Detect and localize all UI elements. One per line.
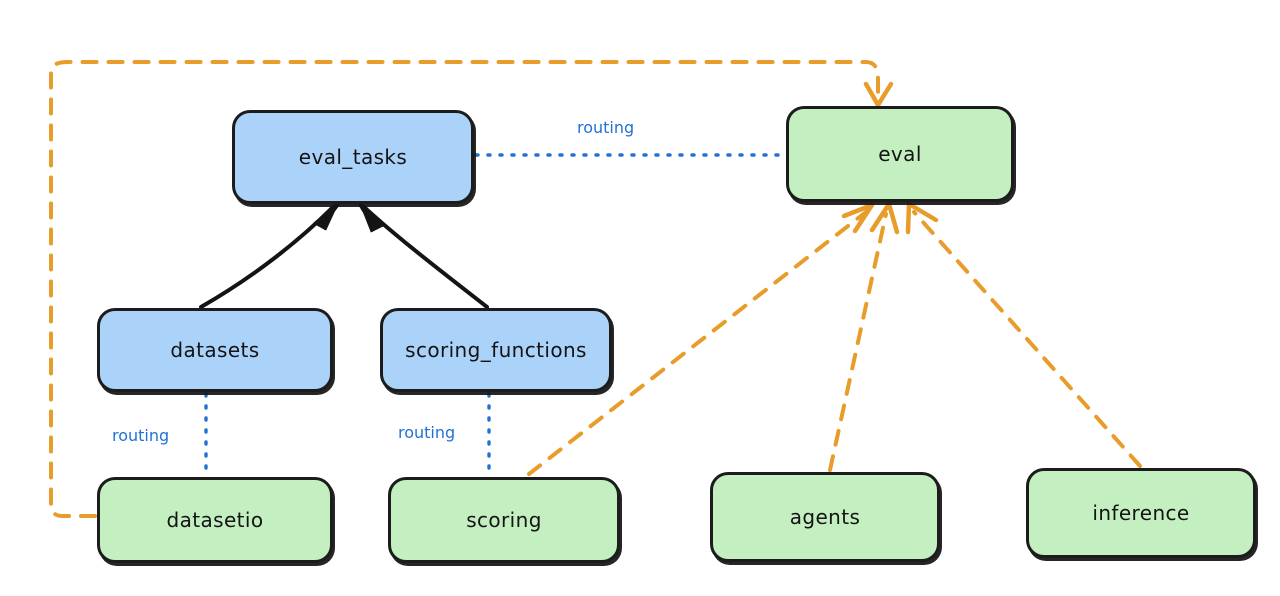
node-eval[interactable]: eval [786, 106, 1014, 202]
node-eval-tasks[interactable]: eval_tasks [232, 110, 474, 204]
node-label-scoring-functions: scoring_functions [405, 338, 587, 362]
node-label-eval: eval [878, 142, 922, 166]
node-inference[interactable]: inference [1026, 468, 1256, 558]
edge-label-routing-eval-tasks-to-eval: routing [577, 118, 635, 137]
node-label-agents: agents [789, 505, 861, 529]
edge-datasets-to-eval-tasks [199, 202, 340, 309]
node-datasets[interactable]: datasets [97, 308, 333, 392]
edge-scoring-functions-to-eval-tasks [358, 202, 489, 309]
node-datasetio[interactable]: datasetio [97, 477, 333, 563]
node-label-scoring: scoring [466, 508, 542, 532]
node-label-eval-tasks: eval_tasks [298, 145, 408, 169]
node-scoring-functions[interactable]: scoring_functions [380, 308, 612, 392]
node-agents[interactable]: agents [710, 472, 940, 562]
node-label-inference: inference [1092, 501, 1190, 525]
edge-agents-to-eval [828, 201, 900, 472]
edge-inference-to-eval [905, 201, 1142, 468]
edge-datasetio-to-eval [49, 60, 894, 518]
edge-scoring-to-eval [527, 202, 875, 476]
node-scoring[interactable]: scoring [388, 477, 620, 563]
edge-label-routing-datasets-to-datasetio: routing [112, 426, 170, 445]
node-label-datasetio: datasetio [166, 508, 264, 532]
edge-label-routing-scoring-functions-to-scoring: routing [398, 423, 456, 442]
node-label-datasets: datasets [170, 338, 260, 362]
